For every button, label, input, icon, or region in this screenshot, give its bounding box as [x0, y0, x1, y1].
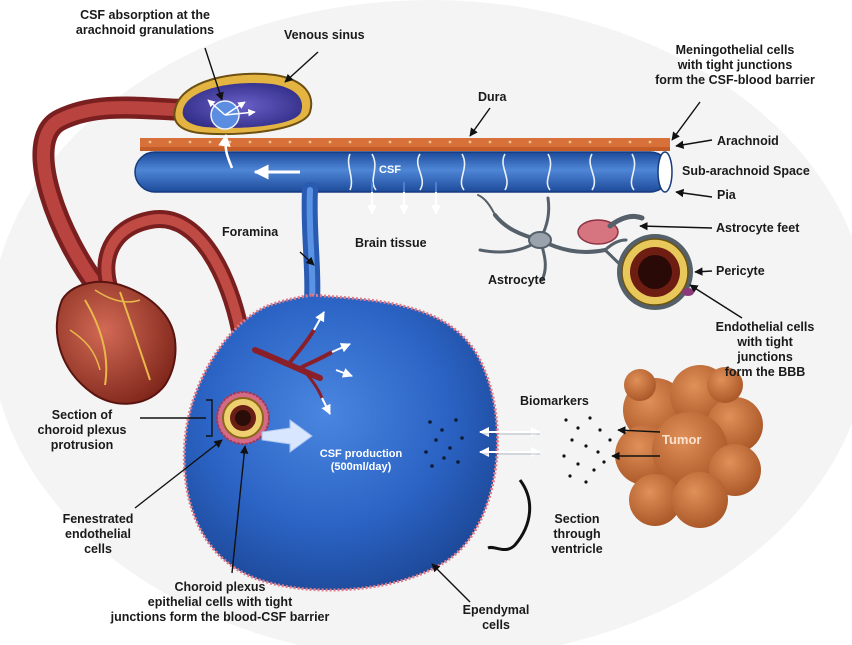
label-choroid-epithelial: Choroid plexus epithelial cells with tig…: [60, 580, 380, 625]
label-ependymal-line2: cells: [446, 618, 546, 633]
label-meningothelial: Meningothelial cells with tight junction…: [628, 43, 842, 88]
label-foramina: Foramina: [222, 225, 278, 240]
label-csf-absorption-line1: CSF absorption at the: [50, 8, 240, 23]
arachnoid-layer: [140, 147, 670, 151]
label-section-ventricle-line3: ventricle: [532, 542, 622, 557]
label-meningothelial-line3: form the CSF-blood barrier: [628, 73, 842, 88]
label-ependymal-line1: Ependymal: [446, 603, 546, 618]
label-pericyte: Pericyte: [716, 264, 765, 279]
label-endothelial-bbb-line3: junctions: [690, 350, 840, 365]
label-fenestrated-line2: endothelial: [48, 527, 148, 542]
label-meningothelial-line2: with tight junctions: [628, 58, 842, 73]
label-ependymal: Ependymal cells: [446, 603, 546, 633]
label-tumor: Tumor: [662, 432, 701, 447]
label-choroid-epithelial-line3: junctions form the blood-CSF barrier: [60, 610, 380, 625]
label-endothelial-bbb-line1: Endothelial cells: [690, 320, 840, 335]
label-csf-absorption: CSF absorption at the arachnoid granulat…: [50, 8, 240, 38]
label-section-choroid: Section of choroid plexus protrusion: [22, 408, 142, 453]
label-choroid-epithelial-line1: Choroid plexus: [60, 580, 380, 595]
label-venous-sinus: Venous sinus: [284, 28, 365, 43]
label-astrocyte-feet: Astrocyte feet: [716, 221, 799, 236]
label-endothelial-bbb-line2: with tight: [690, 335, 840, 350]
label-fenestrated: Fenestrated endothelial cells: [48, 512, 148, 557]
label-meningothelial-line1: Meningothelial cells: [628, 43, 842, 58]
label-fenestrated-line3: cells: [48, 542, 148, 557]
label-csf: CSF: [379, 164, 401, 177]
label-section-choroid-line3: protrusion: [22, 438, 142, 453]
label-brain-tissue: Brain tissue: [355, 236, 427, 251]
label-choroid-epithelial-line2: epithelial cells with tight: [60, 595, 380, 610]
label-arachnoid: Arachnoid: [717, 134, 779, 149]
label-biomarkers: Biomarkers: [520, 394, 589, 409]
label-section-choroid-line2: choroid plexus: [22, 423, 142, 438]
label-section-ventricle-line1: Section: [532, 512, 622, 527]
label-csf-production-line1: CSF production: [306, 448, 416, 461]
label-sub-arachnoid: Sub-arachnoid Space: [682, 164, 810, 179]
label-section-ventricle: Section through ventricle: [532, 512, 622, 557]
ventricle: [184, 295, 497, 590]
label-dura: Dura: [478, 90, 506, 105]
choroid-plexus-section: [217, 392, 269, 444]
label-csf-production: CSF production (500ml/day): [306, 448, 416, 474]
label-section-choroid-line1: Section of: [22, 408, 142, 423]
label-fenestrated-line1: Fenestrated: [48, 512, 148, 527]
label-endothelial-bbb: Endothelial cells with tight junctions f…: [690, 320, 840, 380]
label-section-ventricle-line2: through: [532, 527, 622, 542]
label-endothelial-bbb-line4: form the BBB: [690, 365, 840, 380]
label-astrocyte: Astrocyte: [488, 273, 546, 288]
label-csf-production-line2: (500ml/day): [306, 461, 416, 474]
label-pia: Pia: [717, 188, 736, 203]
label-csf-absorption-line2: arachnoid granulations: [50, 23, 240, 38]
